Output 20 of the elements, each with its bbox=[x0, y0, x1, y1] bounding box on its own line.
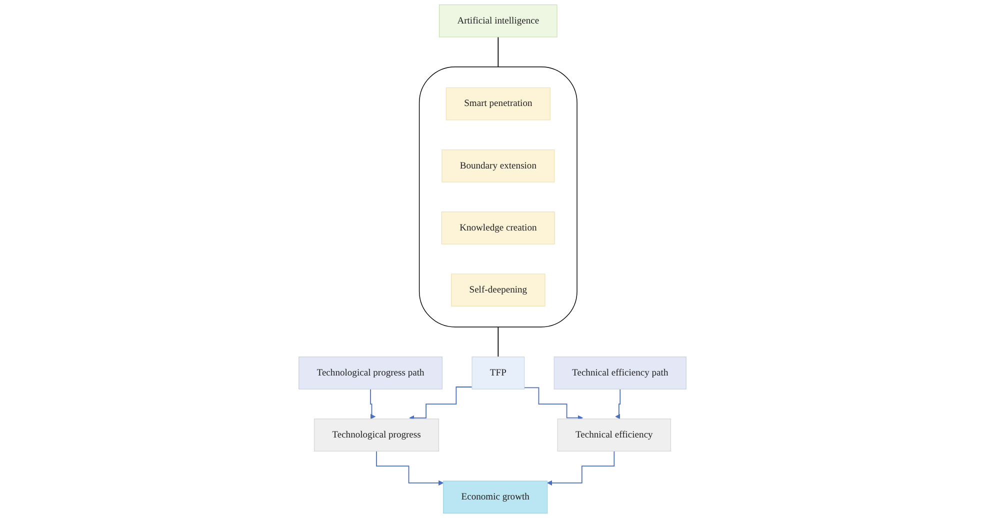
node-box: Smart penetration bbox=[446, 87, 550, 120]
node-box: Artificial intelligence bbox=[439, 4, 558, 38]
node-box: Boundary extension bbox=[442, 150, 555, 182]
arrow bbox=[615, 388, 621, 420]
cluster bbox=[418, 66, 578, 328]
arrow bbox=[524, 387, 583, 420]
node-box: TFP bbox=[472, 356, 525, 390]
node-box: Economic growth bbox=[443, 480, 548, 514]
node-box: Knowledge creation bbox=[441, 212, 555, 244]
node-box: Technological progress bbox=[314, 418, 440, 452]
connector bbox=[498, 36, 499, 68]
connector bbox=[498, 326, 499, 358]
node-box: Technical efficiency bbox=[557, 418, 672, 452]
node-box: Technological progress path bbox=[298, 356, 442, 390]
node-box: Technical efficiency path bbox=[554, 356, 686, 390]
arrow bbox=[376, 450, 444, 486]
arrow bbox=[409, 386, 472, 421]
node-box: Self-deepening bbox=[451, 274, 546, 306]
arrow bbox=[370, 388, 376, 420]
arrow bbox=[547, 450, 615, 486]
